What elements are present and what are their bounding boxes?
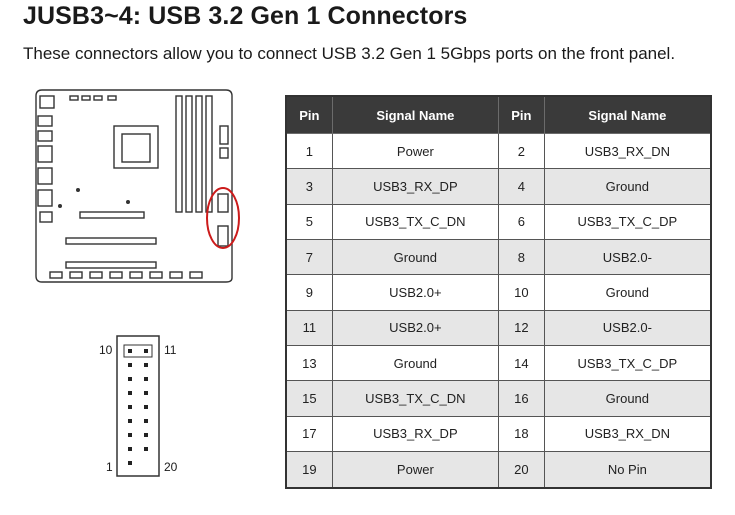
pin-cell: 7 [285, 239, 333, 276]
pin-label-bottom-right: 20 [164, 460, 178, 474]
signal-cell: USB3_TX_C_DP [543, 203, 712, 241]
table-row: 1 Power 2 USB3_RX_DN [285, 132, 712, 170]
table-row: 3 USB3_RX_DP 4 Ground [285, 168, 712, 205]
pin-cell: 8 [498, 239, 545, 276]
signal-cell: Ground [543, 168, 712, 205]
pin-cell: 13 [285, 345, 333, 382]
page-subtitle: These connectors allow you to connect US… [23, 44, 676, 63]
signal-cell: USB3_TX_C_DN [331, 203, 500, 241]
table-row: 5 USB3_TX_C_DN 6 USB3_TX_C_DP [285, 203, 712, 241]
signal-cell: No Pin [543, 451, 712, 489]
pin-cell: 12 [498, 309, 545, 347]
table-row: 9 USB2.0+ 10 Ground [285, 274, 712, 311]
pin-cell: 4 [498, 168, 545, 205]
table-row: 11 USB2.0+ 12 USB2.0- [285, 309, 712, 347]
pin-label-bottom-left: 1 [106, 460, 113, 474]
pin-cell: 2 [498, 132, 545, 170]
signal-cell: Ground [543, 380, 712, 417]
pin-cell: 5 [285, 203, 333, 241]
signal-cell: USB2.0- [543, 239, 712, 276]
pin-cell: 11 [285, 309, 333, 347]
signal-cell: USB2.0- [543, 309, 712, 347]
signal-cell: Ground [331, 239, 500, 276]
signal-cell: Ground [331, 345, 500, 382]
signal-cell: USB3_TX_C_DP [543, 345, 712, 382]
header-pinout-diagram [116, 335, 160, 477]
signal-cell: USB2.0+ [331, 274, 500, 311]
table-row: 7 Ground 8 USB2.0- [285, 239, 712, 276]
signal-cell: Power [331, 451, 500, 489]
motherboard-diagram [35, 89, 240, 283]
pin-cell: 9 [285, 274, 333, 311]
pin-cell: 3 [285, 168, 333, 205]
pin-label-top-right: 11 [164, 343, 177, 357]
pin-label-top-left: 10 [99, 343, 113, 357]
signal-cell: USB3_RX_DN [543, 415, 712, 453]
pin-signal-table: Pin Signal Name Pin Signal Name 1 Power … [285, 95, 712, 489]
signal-cell: USB3_TX_C_DN [331, 380, 500, 417]
signal-cell: USB3_RX_DN [543, 132, 712, 170]
table-header-row: Pin Signal Name Pin Signal Name [285, 95, 712, 134]
table-row: 17 USB3_RX_DP 18 USB3_RX_DN [285, 415, 712, 453]
highlight-ellipse [206, 187, 240, 249]
page-title: JUSB3~4: USB 3.2 Gen 1 Connectors [23, 2, 468, 30]
pin-cell: 15 [285, 380, 333, 417]
pin-cell: 19 [285, 451, 333, 489]
table-row: 13 Ground 14 USB3_TX_C_DP [285, 345, 712, 382]
pin-cell: 17 [285, 415, 333, 453]
column-header-pin: Pin [498, 95, 545, 134]
pin-cell: 20 [498, 451, 545, 489]
signal-cell: Ground [543, 274, 712, 311]
table-row: 15 USB3_TX_C_DN 16 Ground [285, 380, 712, 417]
column-header-pin: Pin [285, 95, 333, 134]
pin-cell: 10 [498, 274, 545, 311]
pin-cell: 1 [285, 132, 333, 170]
column-header-signal-name: Signal Name [331, 95, 500, 134]
pin-cell: 16 [498, 380, 545, 417]
signal-cell: USB3_RX_DP [331, 415, 500, 453]
pin-cell: 14 [498, 345, 545, 382]
signal-cell: Power [331, 132, 500, 170]
pin-cell: 6 [498, 203, 545, 241]
signal-cell: USB2.0+ [331, 309, 500, 347]
signal-cell: USB3_RX_DP [331, 168, 500, 205]
column-header-signal-name: Signal Name [543, 95, 712, 134]
pin-cell: 18 [498, 415, 545, 453]
table-row: 19 Power 20 No Pin [285, 451, 712, 489]
